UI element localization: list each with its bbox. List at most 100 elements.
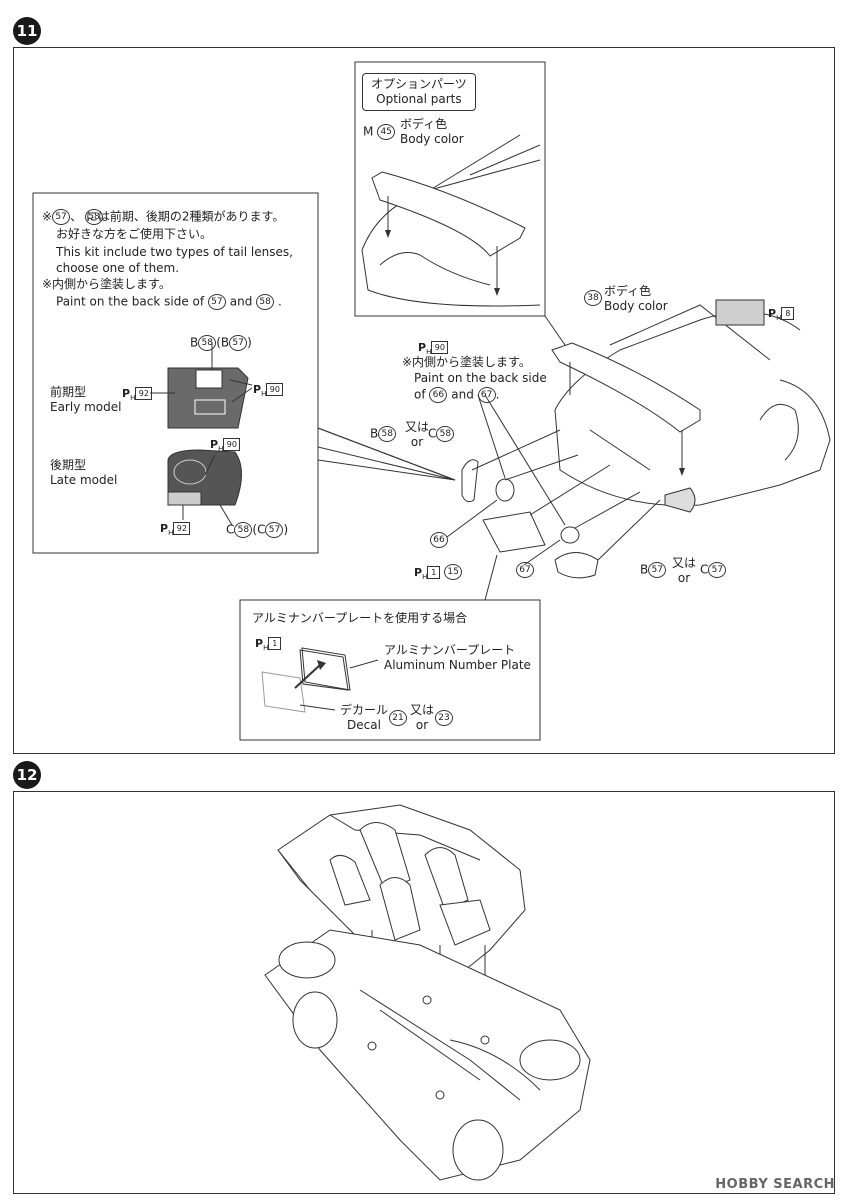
inner-en2-b: and bbox=[451, 387, 474, 402]
part-67: 67 bbox=[516, 562, 534, 578]
late-code-90: PH90 bbox=[210, 437, 241, 457]
alu-code-num: 1 bbox=[268, 637, 282, 650]
late-bottom-d: 57 bbox=[265, 522, 284, 538]
step-11-badge: 11 bbox=[13, 17, 41, 45]
lens-note-line3: This kit include two types of tail lense… bbox=[56, 245, 293, 259]
late-bottom-a: C bbox=[226, 522, 235, 537]
swatch-code: PH8 bbox=[768, 306, 795, 326]
early-en: Early model bbox=[50, 400, 122, 414]
note-line6-part58: 58 bbox=[256, 294, 275, 310]
early-top-e: ) bbox=[247, 335, 252, 350]
swatch-code-number: 8 bbox=[781, 307, 795, 320]
wing-part-number: 45 bbox=[377, 124, 396, 140]
spoiler-color-en: Body color bbox=[604, 299, 668, 313]
lens-left-or-jp: 又は bbox=[405, 420, 430, 434]
lens-note-part58: 58 bbox=[85, 209, 103, 225]
early-code-90-num: 90 bbox=[266, 383, 284, 396]
lens-right-b: 57 bbox=[648, 562, 667, 578]
decal-part-23: 23 bbox=[435, 710, 453, 726]
inner-note-jp: ※内側から塗装します。 bbox=[402, 355, 531, 369]
late-bottom-b: 58 bbox=[234, 522, 253, 538]
lens-right-a: B bbox=[640, 562, 649, 577]
lens-left-or: 又は or bbox=[405, 420, 429, 450]
wing-part-prefix: M bbox=[363, 124, 374, 139]
inner-en2-c: . bbox=[495, 387, 500, 402]
optional-parts-label: オプションパーツ Optional parts bbox=[362, 73, 476, 111]
late-jp: 後期型 bbox=[50, 458, 87, 472]
plate-part: 15 bbox=[444, 564, 463, 580]
note-line1-text: 、 には前期、後期の2種類があります。 bbox=[70, 209, 285, 224]
decal-p1: 21 bbox=[389, 710, 407, 726]
early-top-c: (B bbox=[216, 335, 230, 350]
wing-part-label: M 45 bbox=[363, 124, 396, 140]
late-code-92: PH92 bbox=[160, 521, 191, 541]
lens-note-line6: Paint on the back side of 57 and 58 . bbox=[56, 294, 282, 310]
part-66: 66 bbox=[430, 532, 448, 548]
step-number-12: 12 bbox=[16, 766, 38, 784]
note-line6-part57: 57 bbox=[207, 294, 226, 310]
step-12-badge: 12 bbox=[13, 761, 41, 789]
lens-right-or-en: or bbox=[677, 571, 691, 585]
early-code-90: PH90 bbox=[253, 382, 284, 402]
alu-jp: アルミナンバープレート bbox=[384, 643, 516, 657]
early-model-label: 前期型 Early model bbox=[50, 385, 121, 415]
decal-or: 又は or bbox=[410, 703, 434, 733]
decal-or-en: or bbox=[415, 718, 429, 732]
inner-part-67: 67 bbox=[477, 387, 496, 403]
decal-p2: 23 bbox=[435, 710, 453, 726]
lens-left-a: B bbox=[370, 426, 379, 441]
lens-note-line2: お好きな方をご使用下さい。 bbox=[56, 227, 213, 241]
alu-label: アルミナンバープレート Aluminum Number Plate bbox=[384, 643, 531, 673]
wing-color-jp: ボディ色 bbox=[400, 117, 448, 131]
lens-left-or-en: or bbox=[410, 435, 424, 449]
plate-code: 1 bbox=[427, 565, 441, 579]
inner-part-66: 66 bbox=[429, 387, 448, 403]
late-model-label: 後期型 Late model bbox=[50, 458, 117, 488]
spoiler-part-number: 38 bbox=[584, 290, 602, 306]
early-jp: 前期型 bbox=[50, 385, 87, 399]
step-number: 11 bbox=[16, 22, 38, 40]
alu-en: Aluminum Number Plate bbox=[384, 658, 531, 672]
inner-note-en1: Paint on the back side bbox=[414, 371, 547, 385]
plate-label: PH1 15 bbox=[414, 564, 463, 585]
inner-code-num: 90 bbox=[431, 341, 449, 354]
inner-en2-a: of bbox=[414, 387, 426, 402]
lens-note-line5: ※内側から塗装します。 bbox=[42, 277, 171, 291]
inner-note-en2: of 66 and 67. bbox=[414, 387, 499, 403]
late-code-90-num: 90 bbox=[223, 438, 241, 451]
lens-note-line1: ※57、 には前期、後期の2種類があります。 bbox=[42, 209, 285, 225]
wing-color-label: ボディ色 Body color bbox=[400, 117, 464, 147]
decal-en: Decal bbox=[347, 718, 381, 732]
late-en: Late model bbox=[50, 473, 118, 487]
part-66-label: 66 bbox=[430, 532, 448, 548]
lens-note-line4: choose one of them. bbox=[56, 261, 180, 275]
late-bottom-c: (C bbox=[252, 522, 266, 537]
wing-color-en: Body color bbox=[400, 132, 464, 146]
alu-box-title: アルミナンバープレートを使用する場合 bbox=[252, 611, 468, 625]
spoiler-color-jp: ボディ色 bbox=[604, 284, 652, 298]
early-code-92: PH92 bbox=[122, 386, 153, 406]
early-code-92-num: 92 bbox=[135, 387, 153, 400]
late-code-92-num: 92 bbox=[173, 522, 191, 535]
decal-part-21: 21 bbox=[389, 710, 407, 726]
early-top-d: 57 bbox=[229, 335, 248, 351]
optional-title-jp: オプションパーツ bbox=[371, 77, 467, 91]
early-top-b: 58 bbox=[198, 335, 217, 351]
note-part-57: 57 bbox=[52, 209, 71, 225]
note-line6-b: and bbox=[229, 294, 253, 309]
lens-right-d: 57 bbox=[708, 562, 727, 578]
lens-left-d: 58 bbox=[436, 426, 455, 442]
lens-right-or-jp: 又は bbox=[672, 556, 697, 570]
note-line6-a: Paint on the back side of bbox=[56, 294, 205, 309]
spoiler-color-label: ボディ色 Body color bbox=[604, 284, 668, 314]
lens-right-or: 又は or bbox=[672, 556, 696, 586]
lens-right-c-letter: C bbox=[700, 562, 709, 577]
early-top-a: B bbox=[190, 335, 199, 350]
optional-title-en: Optional parts bbox=[376, 92, 462, 106]
